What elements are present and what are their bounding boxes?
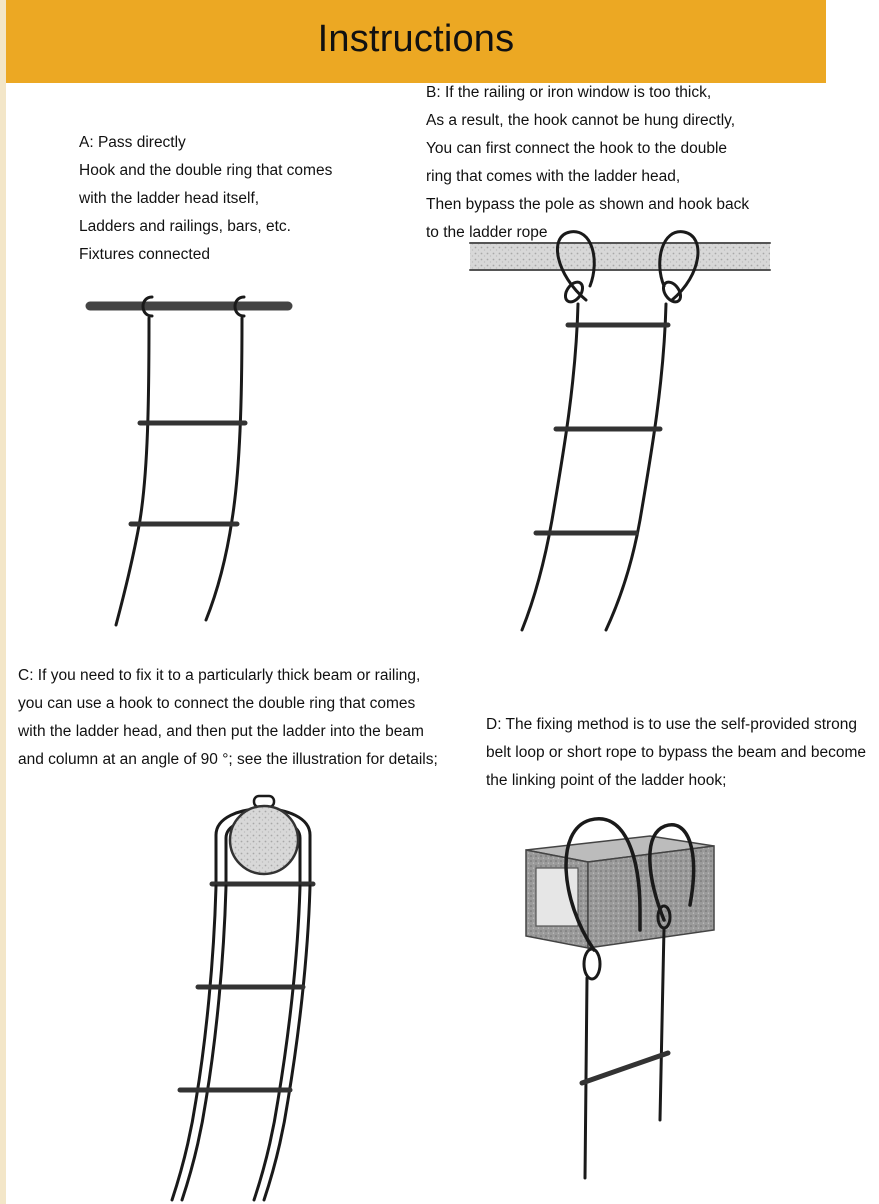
figure-d-ladder xyxy=(525,816,715,1180)
left-edge-rule xyxy=(0,0,6,1204)
rope-left xyxy=(114,316,151,627)
section-d-line: D: The fixing method is to use the self-… xyxy=(486,716,858,733)
section-a-line: Fixtures connected xyxy=(79,246,210,263)
section-a-line: Hook and the double ring that comes xyxy=(79,162,333,179)
figure-b-ladder xyxy=(469,230,771,632)
section-c-line: you can use a hook to connect the double… xyxy=(18,695,416,712)
thick-rail xyxy=(470,243,770,270)
section-b-line: You can first connect the hook to the do… xyxy=(426,140,728,157)
section-b-line: ring that comes with the ladder head, xyxy=(426,168,681,185)
section-a-text: A: Pass directly Hook and the double rin… xyxy=(79,129,332,269)
section-b-line: Then bypass the pole as shown and hook b… xyxy=(426,196,750,213)
rung xyxy=(579,1050,671,1086)
hook-right xyxy=(233,295,246,318)
figure-a-ladder xyxy=(85,295,293,627)
section-b-line: to the ladder rope xyxy=(426,224,548,241)
title-banner: Instructions xyxy=(6,0,826,83)
strap-right xyxy=(648,823,696,922)
i-beam-web xyxy=(587,845,715,949)
section-d-text: D: The fixing method is to use the self-… xyxy=(486,711,866,795)
rope-left xyxy=(520,302,580,632)
ring-right xyxy=(661,280,683,304)
section-c-line: C: If you need to fix it to a particular… xyxy=(18,667,421,684)
round-beam xyxy=(228,804,300,876)
section-b-line: B: If the railing or iron window is too … xyxy=(426,84,712,101)
section-d-line: belt loop or short rope to bypass the be… xyxy=(486,744,866,761)
hook-left xyxy=(141,295,154,318)
strap-left xyxy=(564,816,642,952)
section-d-line: the linking point of the ladder hook; xyxy=(486,772,727,789)
section-c-line: and column at an angle of 90 °; see the … xyxy=(18,751,438,768)
section-a-line: Ladders and railings, bars, etc. xyxy=(79,218,291,235)
rope-right xyxy=(204,316,244,622)
page-title: Instructions xyxy=(317,18,515,60)
hook-right xyxy=(658,230,700,302)
rope-right xyxy=(604,302,668,632)
section-a-line: A: Pass directly xyxy=(79,134,186,151)
figure-c-ladder xyxy=(170,794,316,1202)
section-c-text: C: If you need to fix it to a particular… xyxy=(18,662,438,774)
section-b-text: B: If the railing or iron window is too … xyxy=(426,79,749,247)
ring-left xyxy=(582,947,602,981)
rope-left xyxy=(170,884,218,1202)
rope-right xyxy=(658,926,666,1122)
ring-left xyxy=(563,280,585,304)
rope-left xyxy=(583,976,589,1180)
section-b-line: As a result, the hook cannot be hung dir… xyxy=(426,112,736,129)
section-a-line: with the ladder head itself, xyxy=(79,190,260,207)
section-c-line: with the ladder head, and then put the l… xyxy=(18,723,424,740)
hook-left xyxy=(556,230,596,302)
